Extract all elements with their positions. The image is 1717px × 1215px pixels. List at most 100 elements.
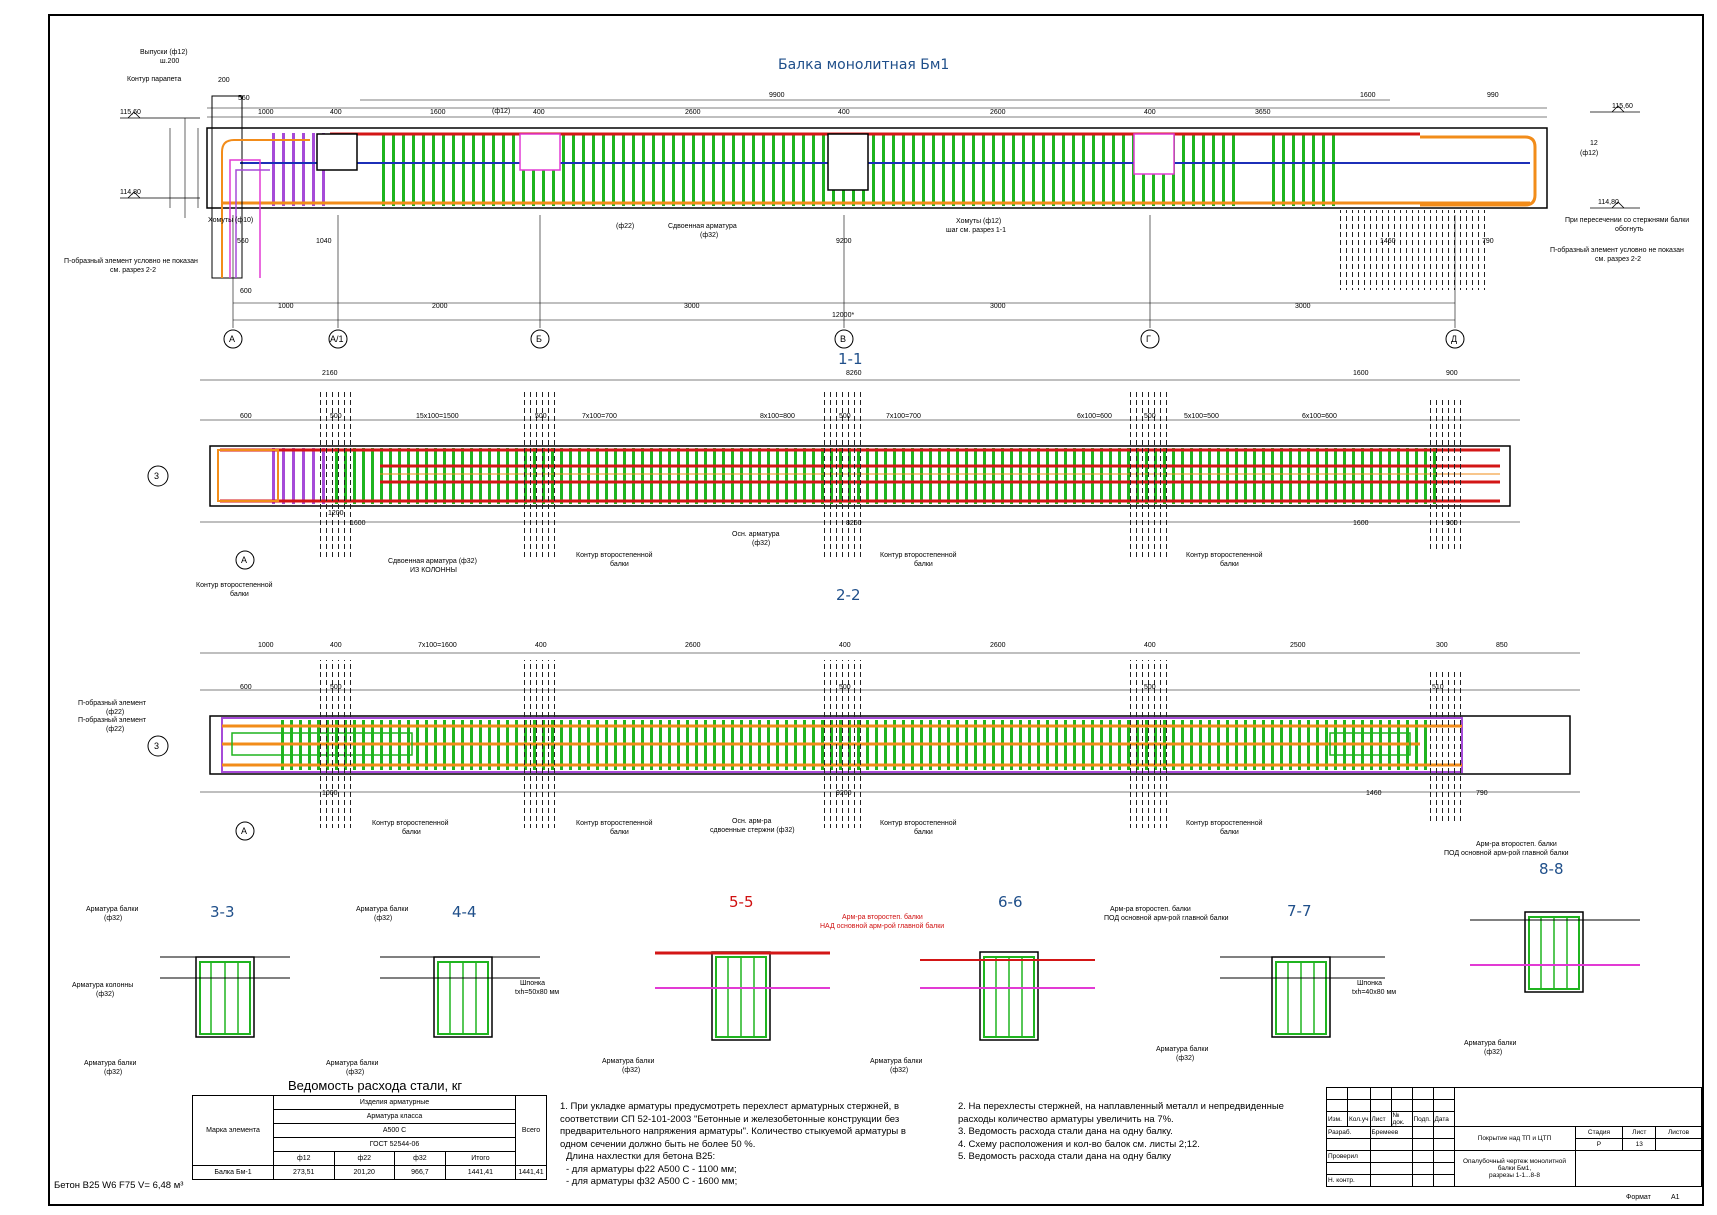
stamp-podp: Подп. bbox=[1411, 1111, 1434, 1127]
notes-right: 2. На перехлесты стержней, на наплавленн… bbox=[958, 1101, 1318, 1164]
cs66-arm-balki: Арматура балки bbox=[870, 1058, 923, 1065]
s11-dim-1600b: 1600 bbox=[350, 520, 366, 527]
note-left-2: соответствии СП 52-101-2003 "Бетонные и … bbox=[560, 1113, 900, 1125]
s11-dim-700a: 7x100=700 bbox=[582, 413, 617, 420]
s22-dim-2600a: 2600 bbox=[685, 642, 701, 649]
cs66-arm-pod-2: ПОД основной арм-рой главной балки bbox=[1104, 915, 1229, 922]
cs88-arm-balki: Арматура балки bbox=[1464, 1040, 1517, 1047]
s22-dim-1600: 7x100=1600 bbox=[418, 642, 457, 649]
cs88-arm-pod: Арм-ра второстеп. балки bbox=[1476, 841, 1557, 848]
steel-row-f32: 966,7 bbox=[394, 1165, 446, 1180]
steel-table: Марка элемента Изделия арматурные Всего … bbox=[192, 1095, 547, 1180]
steel-vsego: Всего bbox=[515, 1095, 547, 1166]
notes-left: 1. При укладке арматуры предусмотреть пе… bbox=[560, 1101, 940, 1189]
s22-dim-1000: 1000 bbox=[258, 642, 274, 649]
cs33-arm-balki-f: (ф32) bbox=[104, 915, 123, 922]
s22-dim-1460: 1460 bbox=[1366, 790, 1382, 797]
steel-row-itogo: 1441,41 bbox=[444, 1165, 517, 1180]
stamp-izm: Изм. bbox=[1326, 1111, 1348, 1127]
dim-400a: 400 bbox=[330, 109, 342, 116]
misc-1040: 1040 bbox=[316, 238, 332, 245]
s22-dim-2600b: 2600 bbox=[990, 642, 1006, 649]
section-title-6-6: 6-6 bbox=[998, 893, 1023, 911]
s22-dim-400d: 400 bbox=[1144, 642, 1156, 649]
stamp-drawing: Опалубочный чертеж монолитной балки Бм1,… bbox=[1453, 1150, 1576, 1187]
callout-p-right-2: см. разрез 2-2 bbox=[1595, 256, 1642, 263]
s22-kontur-g-balki: балки bbox=[1220, 829, 1239, 836]
s22-dim-850: 850 bbox=[1496, 642, 1508, 649]
steel-row-f22: 201,20 bbox=[333, 1165, 395, 1180]
note-right-2: расходы количество арматуры увеличить на… bbox=[958, 1113, 1174, 1125]
s22-kontur-b: Контур второстепенной bbox=[576, 820, 653, 827]
s22-osn: Осн. арм-ра bbox=[732, 818, 772, 825]
cs88-arm-pod-2: ПОД основной арм-рой главной балки bbox=[1444, 850, 1569, 857]
total-dim: 12000* bbox=[832, 312, 855, 319]
s11-osn: Осн. арматура bbox=[732, 531, 780, 538]
cs55-arm-balki-f: (ф32) bbox=[622, 1067, 641, 1074]
s11-dim-500b: 500 bbox=[535, 413, 547, 420]
callout-sdvoennaya-f32: (ф32) bbox=[700, 232, 719, 239]
s11-dim-8260b: 8260 bbox=[846, 520, 862, 527]
cs44-arm-balki-b-f: (ф32) bbox=[346, 1069, 365, 1076]
dim-9900: 9900 bbox=[769, 92, 785, 99]
dim-400b: 400 bbox=[533, 109, 545, 116]
section-title-7-7: 7-7 bbox=[1287, 902, 1312, 920]
s22-kontur-v-balki: балки bbox=[914, 829, 933, 836]
cs88-arm-balki-f: (ф32) bbox=[1484, 1049, 1503, 1056]
axis-a: А bbox=[229, 334, 236, 344]
s11-kontur-g-balki: балки bbox=[1220, 561, 1239, 568]
callout-right-f12: (ф12) bbox=[1580, 150, 1599, 157]
axis-dim-3000b: 3000 bbox=[990, 303, 1006, 310]
section-title-4-4: 4-4 bbox=[452, 903, 477, 921]
callout-khomuty-mid: Хомуты (ф12) bbox=[956, 218, 1002, 225]
stamp-nkontr: Н. контр. bbox=[1326, 1174, 1371, 1187]
s22-p2f: (ф22) bbox=[106, 726, 125, 733]
cs33-arm-balki: Арматура балки bbox=[86, 906, 139, 913]
s11-dim-500d: 500 bbox=[1144, 413, 1156, 420]
s11-dim-800: 8x100=800 bbox=[760, 413, 795, 420]
s22-label-a: А bbox=[241, 826, 248, 836]
s11-osn-f: (ф32) bbox=[752, 540, 771, 547]
s22-dim-300: 300 bbox=[1436, 642, 1448, 649]
note-right-4: 4. Схему расположения и кол-во балок см.… bbox=[958, 1138, 1200, 1150]
callout-vypuski-step: ш.200 bbox=[160, 58, 180, 65]
steel-col-f22: ф22 bbox=[333, 1151, 395, 1166]
cs55-arm-nad: Арм-ра второстеп. балки bbox=[842, 914, 923, 921]
note-right-5: 5. Ведомость расхода стали дана на одну … bbox=[958, 1151, 1172, 1162]
stamp-proveril: Проверил bbox=[1326, 1150, 1371, 1163]
stamp-list-v: 13 bbox=[1622, 1138, 1657, 1151]
dim-990: 990 bbox=[1487, 92, 1499, 99]
axis-dim-3000a: 3000 bbox=[684, 303, 700, 310]
s11-dim-1600c: 1600 bbox=[1353, 520, 1369, 527]
axis-v: В bbox=[840, 334, 847, 344]
stamp-list-h: Лист bbox=[1622, 1126, 1657, 1139]
dim-1600b: 1600 bbox=[1360, 92, 1376, 99]
section-title-8-8: 8-8 bbox=[1539, 860, 1564, 878]
dim-2600a: 2600 bbox=[685, 109, 701, 116]
s11-dim-500c: 500 bbox=[839, 413, 851, 420]
callout-f22: (ф22) bbox=[616, 223, 635, 230]
s11-kontur-b: Контур второстепенной bbox=[576, 552, 653, 559]
callout-cross: При пересечении со стержнями балки bbox=[1565, 217, 1690, 224]
main-title: Балка монолитная Бм1 bbox=[778, 57, 950, 73]
cs44-arm-balki: Арматура балки bbox=[356, 906, 409, 913]
s11-dim-900b: 900 bbox=[1446, 520, 1458, 527]
s22-dim-500c: 500 bbox=[1144, 684, 1156, 691]
section-title-5-5: 5-5 bbox=[729, 893, 754, 911]
callout-f12: (ф12) bbox=[492, 108, 511, 115]
dim-400c: 400 bbox=[838, 109, 850, 116]
s22-p1f: (ф22) bbox=[106, 709, 125, 716]
axis-dim-1000: 1000 bbox=[278, 303, 294, 310]
s11-dim-600b: 6x100=600 bbox=[1077, 413, 1112, 420]
elev-bottom-right: 114,80 bbox=[1598, 199, 1619, 206]
note-left-1: 1. При укладке арматуры предусмотреть пе… bbox=[560, 1101, 900, 1112]
s22-dim-790: 790 bbox=[1476, 790, 1488, 797]
steel-row-vsego: 1441,41 bbox=[515, 1165, 547, 1180]
axis-dim-3000c: 3000 bbox=[1295, 303, 1311, 310]
drawing-frame bbox=[48, 14, 1704, 1206]
stamp-stadiya: Стадия bbox=[1574, 1126, 1624, 1139]
cs66-arm-balki-f: (ф32) bbox=[890, 1067, 909, 1074]
callout-p-left: П-образный элемент условно не показан bbox=[64, 258, 198, 265]
callout-sdvoennaya: Сдвоенная арматура bbox=[668, 223, 737, 230]
section-1-1-plan bbox=[147, 379, 1520, 570]
